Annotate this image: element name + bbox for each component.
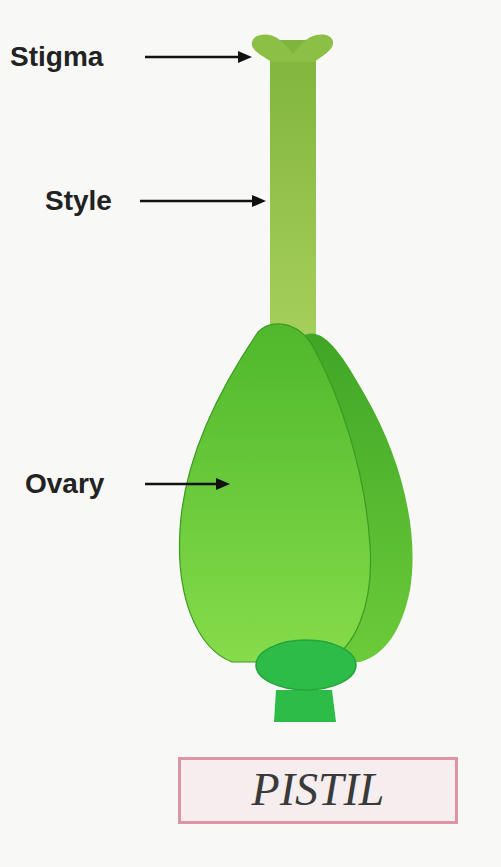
caption-text: PISTIL <box>252 765 385 816</box>
leader-line <box>145 56 240 59</box>
arrow-head <box>238 51 252 63</box>
caption-box: PISTIL <box>178 757 458 824</box>
leader-line <box>140 200 254 203</box>
arrow-head <box>216 478 230 490</box>
part-label: Stigma <box>10 41 103 73</box>
receptacle-shape <box>256 640 356 690</box>
leader-arrows <box>140 51 266 490</box>
style-shape <box>270 40 316 340</box>
part-label: Ovary <box>25 468 104 500</box>
ovary-lobe <box>179 324 370 662</box>
stigma-shape <box>252 35 333 62</box>
part-label: Style <box>45 185 112 217</box>
leader-line <box>145 483 218 486</box>
arrow-head <box>252 195 266 207</box>
stalk-shape <box>274 690 336 722</box>
